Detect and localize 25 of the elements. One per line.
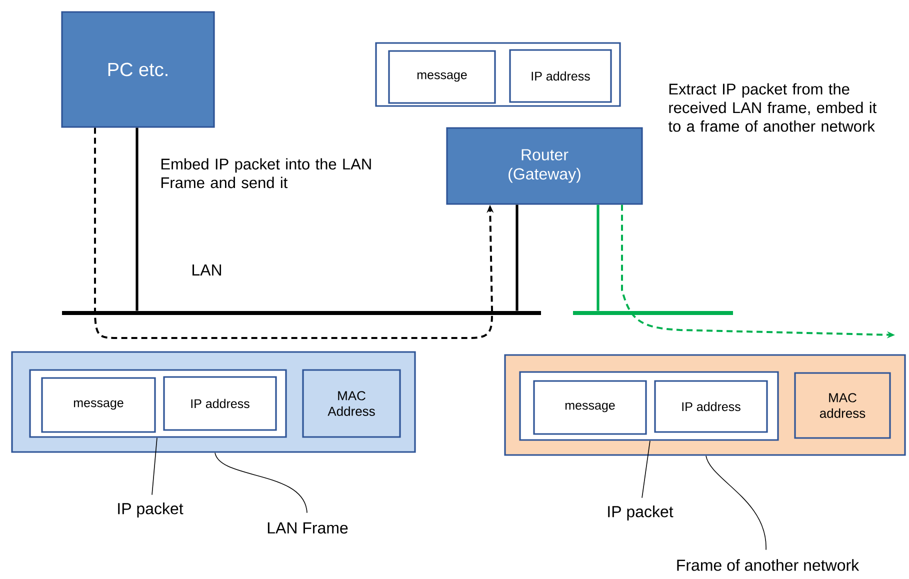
callout-label: IP packet [118, 502, 184, 518]
cable-label: LAN [192, 264, 222, 276]
network-cable [573, 311, 733, 315]
device-box: PC etc. [61, 11, 215, 128]
field-box: IP address [654, 380, 768, 433]
router-box: Router (Gateway) [446, 127, 643, 205]
leader-line [214, 452, 308, 514]
field-box: MAC Address [302, 369, 401, 438]
leader-line [136, 128, 138, 311]
leader-line [706, 455, 766, 550]
field-box: message [41, 377, 156, 433]
field-box: MAC address [794, 372, 891, 439]
leader-line [596, 204, 600, 311]
field-box: message [533, 380, 647, 435]
leader-line [152, 437, 158, 496]
callout-label: LAN Frame [268, 522, 348, 534]
note-text: Embed IP packet into the LAN Frame and send it [161, 158, 371, 188]
field-box: message [388, 50, 496, 104]
lan-cable [62, 311, 541, 315]
field-box: IP address [509, 49, 612, 103]
callout-label: IP packet [608, 506, 674, 520]
field-box: IP address [163, 376, 277, 431]
leader-line [516, 204, 518, 311]
note-text: Extract IP packet from the received LAN frame, embed it to a frame of another network [668, 83, 877, 132]
callout-label: Frame of another network [677, 559, 860, 571]
